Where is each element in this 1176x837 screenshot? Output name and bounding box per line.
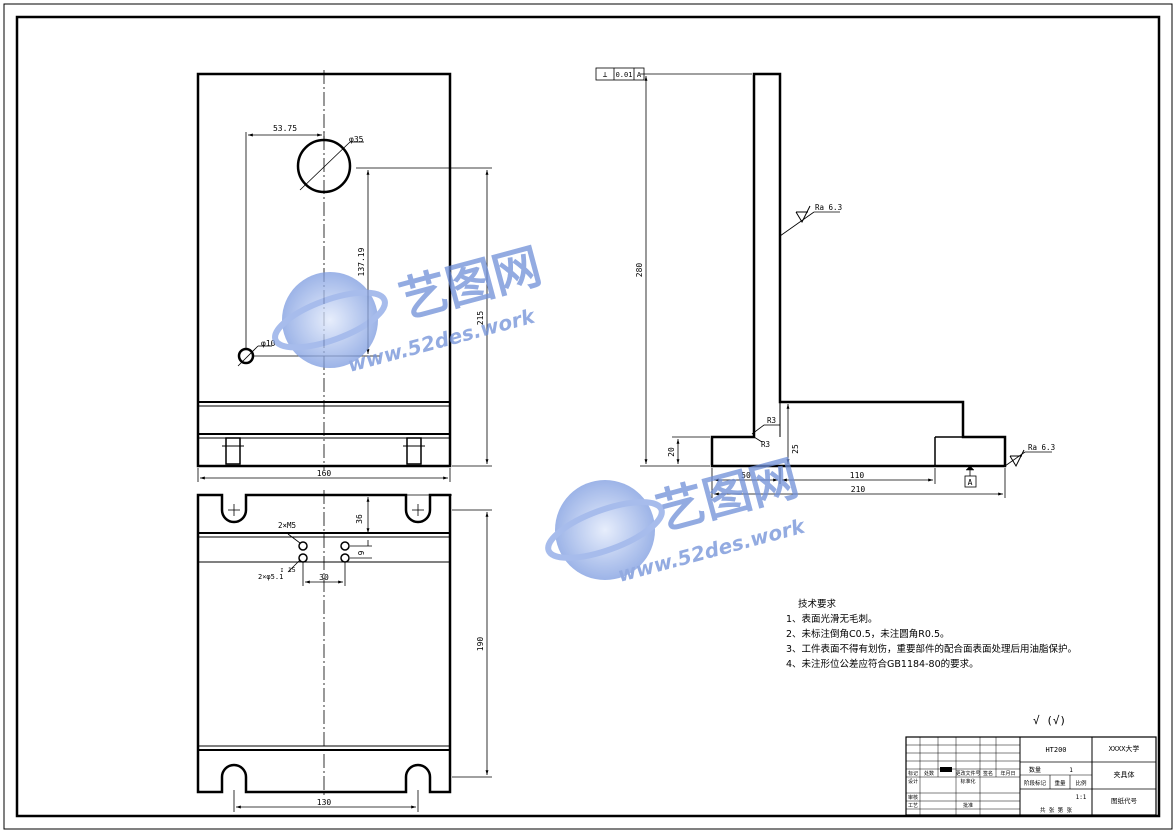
top-view-outline xyxy=(196,493,452,794)
tb-checker-label: 审核 xyxy=(908,794,918,801)
dim-50: 50 xyxy=(741,471,751,480)
tb-scale: 1:1 xyxy=(1076,794,1087,801)
label-tapped: 2×M5 xyxy=(278,521,296,530)
side-view xyxy=(595,67,1052,498)
dim-9: 9 xyxy=(357,550,366,555)
tb-process-label: 工艺 xyxy=(908,803,918,809)
frame-border xyxy=(15,15,1161,818)
default-roughness: √ (√) xyxy=(1033,714,1066,727)
tb-count-label: 处数 xyxy=(924,770,934,777)
outer-border xyxy=(3,3,1173,830)
tb-mark-label: 标记 xyxy=(908,770,918,777)
datum-label: A xyxy=(968,478,973,487)
dim-slot-spacing: 130 xyxy=(317,798,332,807)
dim-top-height: 190 xyxy=(476,637,485,652)
dim-280: 280 xyxy=(635,263,644,278)
dim-25: 25 xyxy=(791,444,800,454)
gdt-symbol: ⊥ xyxy=(603,70,608,79)
dim-small-hole: φ10 xyxy=(261,339,276,348)
dim-20: 20 xyxy=(667,447,676,457)
tb-quantity-label: 数量 xyxy=(1029,766,1041,774)
front-view xyxy=(196,70,492,482)
roughness-2: Ra 6.3 xyxy=(1028,443,1055,452)
tb-date-label: 年月日 xyxy=(1000,770,1015,777)
tb-weight-label: 重量 xyxy=(1054,779,1066,787)
tb-drawing-no: 图纸代号 xyxy=(1111,796,1138,805)
tb-sign-label: 签名 xyxy=(983,770,993,777)
dim-110: 110 xyxy=(850,471,865,480)
watermark-2: 艺图网 www.52des.work xyxy=(545,450,809,587)
dim-hole-offset-x: 53.75 xyxy=(273,124,297,133)
roughness-1: Ra 6.3 xyxy=(815,203,842,212)
tb-std-label: 标准化 xyxy=(960,778,975,785)
tech-requirements-title: 技术要求 xyxy=(798,599,837,610)
gdt-frame xyxy=(595,67,645,81)
top-view xyxy=(196,490,492,812)
title-block xyxy=(905,736,1157,816)
label-drill-1: 2×φ5.1 xyxy=(258,573,283,581)
tb-part-name: 夹具体 xyxy=(1114,770,1135,779)
dim-210: 210 xyxy=(851,485,866,494)
gdt-value: 0.01 xyxy=(616,71,633,79)
dim-hole-spacing: 137.19 xyxy=(357,247,366,276)
tech-requirement-2: 2、未标注倒角C0.5，未注圆角R0.5。 xyxy=(786,629,950,640)
dim-36: 36 xyxy=(355,514,364,524)
tb-school: XXXX大学 xyxy=(1109,744,1140,753)
tb-approve-label: 批准 xyxy=(963,802,973,809)
small-hole xyxy=(237,347,255,365)
tb-quantity: 1 xyxy=(1069,767,1073,774)
dim-big-hole: φ35 xyxy=(349,135,364,144)
radius-2: R3 xyxy=(761,440,770,449)
watermark-1: 艺图网 www.52des.work xyxy=(272,238,547,377)
dim-30: 30 xyxy=(319,573,329,582)
tech-requirements: 技术要求 1、表面光滑无毛刺。 2、未标注倒角C0.5，未注圆角R0.5。 3、… xyxy=(786,597,1077,672)
tb-material: HT200 xyxy=(1045,746,1066,754)
tb-sheet-labels: 共 张 第 张 xyxy=(1040,806,1072,814)
tech-requirement-4: 4、未注形位公差应符合GB1184-80的要求。 xyxy=(786,659,979,670)
dim-front-height: 215 xyxy=(476,311,485,326)
gdt-datum: A xyxy=(637,71,642,79)
side-view-outline xyxy=(710,72,1007,468)
tb-stage-mark: 阶段标记 xyxy=(1024,779,1047,787)
dim-front-width: 160 xyxy=(317,469,332,478)
tb-scale-label: 比例 xyxy=(1075,779,1087,787)
tech-requirement-3: 3、工件表面不得有划伤，重要部件的配合面表面处理后用油脂保护。 xyxy=(786,644,1078,655)
tb-change-doc: 更改文件号 xyxy=(955,770,980,777)
tech-requirement-1: 1、表面光滑无毛刺。 xyxy=(786,614,878,625)
tb-designer-label: 设计 xyxy=(908,778,918,785)
label-drill-2: ↧ 15 xyxy=(280,566,296,574)
radius-1: R3 xyxy=(767,416,776,425)
